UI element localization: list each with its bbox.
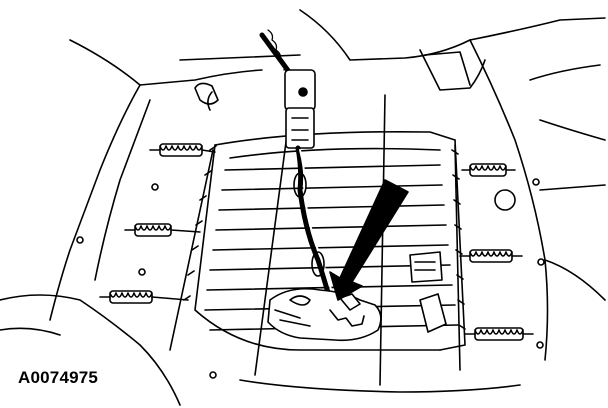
seat-spring-icon (124, 223, 201, 237)
seat-spring-icon (99, 290, 189, 304)
figure-id-label: A0074975 (18, 368, 99, 387)
body-contours (0, 9, 606, 406)
seat-spring-icon (459, 249, 523, 263)
seat-spring-icon (464, 327, 534, 341)
seat-spring-icon (149, 143, 216, 157)
pointer-arrow-icon (329, 179, 409, 301)
wiring-connector-icon (267, 251, 447, 342)
wiring-harness (194, 29, 335, 303)
seat-frame (169, 94, 466, 386)
fasteners (76, 178, 545, 379)
seat-spring-icon (461, 163, 516, 177)
seat-springs (99, 143, 534, 341)
